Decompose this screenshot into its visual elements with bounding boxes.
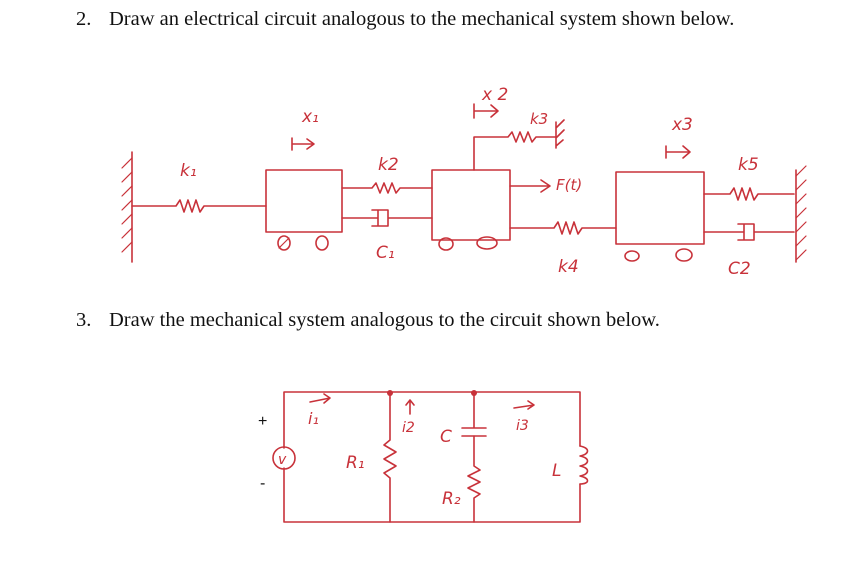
capacitor-c: C (440, 391, 487, 447)
label-i2: i2 (402, 420, 415, 436)
spring-k3: k3 (473, 110, 565, 171)
damper-c2: C2 (703, 223, 795, 279)
current-i2: i2 (402, 399, 415, 436)
label-k5: k5 (738, 155, 759, 175)
mass-1: x₁ (265, 107, 343, 251)
spring-k1: k₁ (131, 161, 267, 213)
mass-2: x 2 (431, 85, 511, 251)
inductor-l: L (552, 445, 589, 485)
label-x3: x3 (671, 115, 693, 135)
label-x1: x₁ (301, 107, 319, 127)
force-arrow: F(t) (509, 176, 582, 194)
x2-arrow (473, 103, 499, 119)
x3-arrow (665, 145, 691, 159)
label-force: F(t) (556, 176, 582, 194)
label-k4: k4 (558, 257, 579, 277)
label-k2: k2 (378, 155, 399, 175)
top-wire (283, 391, 581, 449)
label-i1: i₁ (308, 409, 319, 428)
spring-k5: k5 (703, 155, 795, 201)
right-wall (795, 165, 807, 263)
resistor-r2: R₂ (442, 435, 481, 523)
spring-k2: k2 (341, 155, 433, 194)
label-r1: R₁ (346, 453, 365, 473)
question-3-number: 3. (76, 309, 92, 331)
resistor-r1: R₁ (346, 391, 397, 523)
label-plus: + (258, 413, 267, 430)
x1-arrow (291, 137, 315, 151)
question-3-text: Draw the mechanical system analogous to … (109, 309, 660, 331)
label-c: C (440, 427, 452, 447)
bottom-wire (283, 467, 581, 523)
label-c1: C₁ (376, 243, 395, 263)
label-minus: - (260, 475, 265, 492)
question-2: 2. Draw an electrical circuit analogous t… (76, 8, 734, 31)
label-r2: R₂ (442, 489, 461, 509)
label-c2: C2 (728, 259, 751, 279)
left-wall (121, 151, 133, 263)
question-2-number: 2. (76, 8, 92, 30)
question-2-text: Draw an electrical circuit analogous to … (109, 8, 735, 30)
label-k1: k₁ (180, 161, 197, 181)
label-l: L (552, 461, 561, 481)
label-i3: i3 (516, 418, 529, 434)
spring-k4: k4 (509, 221, 617, 277)
question-3: 3. Draw the mechanical system analogous t… (76, 309, 660, 332)
voltage-source: v + - (258, 413, 296, 492)
damper-c1: C₁ (341, 209, 433, 263)
current-i3: i3 (513, 400, 535, 434)
current-i1: i₁ (308, 393, 331, 428)
label-source: v (278, 452, 287, 468)
label-k3: k3 (530, 110, 548, 128)
mass-3: x3 (615, 115, 705, 262)
label-x2: x 2 (481, 85, 508, 105)
